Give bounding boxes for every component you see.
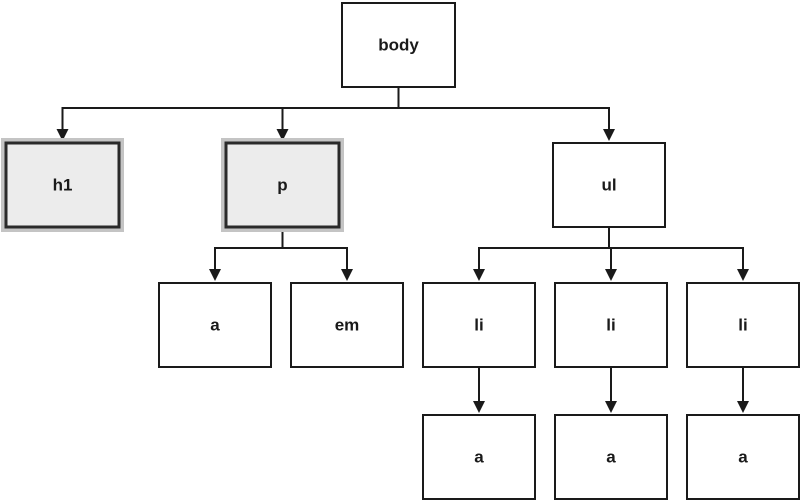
arrowhead: [209, 269, 221, 281]
node-box: [341, 2, 456, 88]
node-li-3-a: a: [686, 414, 800, 500]
node-label: em: [335, 316, 360, 335]
connector-p: [209, 227, 353, 281]
arrowhead: [473, 401, 485, 413]
node-highlight-halo: [1, 138, 124, 232]
arrowhead: [603, 129, 615, 141]
node-highlight-halo: [221, 138, 344, 232]
node-p-a: a: [158, 282, 272, 368]
node-label: ul: [601, 176, 616, 195]
node-box: [422, 282, 536, 368]
node-li-2: li: [554, 282, 668, 368]
node-p: p: [221, 138, 344, 232]
node-label: li: [738, 316, 747, 335]
node-box: [158, 282, 272, 368]
node-label: li: [606, 316, 615, 335]
node-li-1: li: [422, 282, 536, 368]
node-box: [686, 414, 800, 500]
node-box: [554, 414, 668, 500]
node-box: [4, 141, 121, 229]
arrowhead: [276, 129, 289, 141]
node-label: h1: [53, 176, 73, 195]
node-p-em: em: [290, 282, 404, 368]
node-label: a: [474, 448, 484, 467]
arrowhead: [737, 401, 749, 413]
connector-body: [56, 87, 615, 141]
node-label: li: [474, 316, 483, 335]
node-h1: h1: [1, 138, 124, 232]
arrowhead: [473, 269, 485, 281]
arrowhead: [605, 401, 617, 413]
node-box: [290, 282, 404, 368]
node-box: [224, 141, 341, 229]
arrowhead: [56, 129, 69, 141]
node-box: [686, 282, 800, 368]
node-li-1-a: a: [422, 414, 536, 500]
connector-li-3: [737, 367, 749, 413]
node-label: a: [606, 448, 616, 467]
node-ul: ul: [552, 142, 666, 228]
connector-li-1: [473, 367, 485, 413]
arrowhead: [605, 269, 617, 281]
node-li-2-a: a: [554, 414, 668, 500]
node-box: [552, 142, 666, 228]
node-label: p: [277, 176, 287, 195]
node-label: a: [210, 316, 220, 335]
node-box: [422, 414, 536, 500]
node-body: body: [341, 2, 456, 88]
arrowhead: [737, 269, 749, 281]
node-box: [554, 282, 668, 368]
connector-li-2: [605, 367, 617, 413]
node-label: a: [738, 448, 748, 467]
node-label: body: [378, 36, 419, 55]
arrowhead: [341, 269, 353, 281]
edges-layer: [56, 87, 749, 413]
node-li-3: li: [686, 282, 800, 368]
connector-ul: [473, 227, 749, 281]
